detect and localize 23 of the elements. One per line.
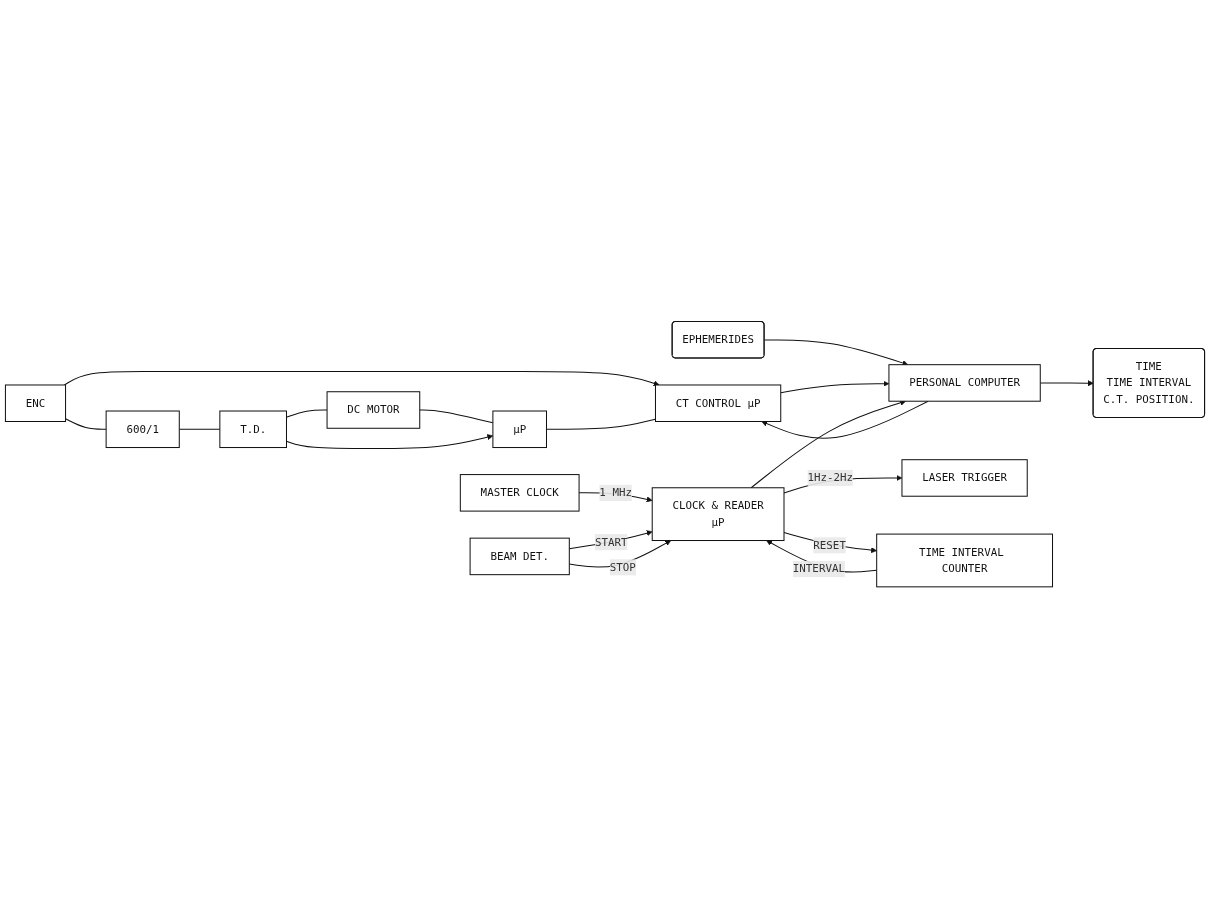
edge-label: START <box>594 535 628 549</box>
node-box: PERSONAL COMPUTER <box>888 364 1041 403</box>
node-box: LASER TRIGGER <box>901 459 1028 498</box>
node-box: T.D. <box>219 410 287 449</box>
node-box: CLOCK & READER µP <box>651 487 785 542</box>
edge-label: 1 MHz <box>599 486 632 500</box>
connector <box>546 419 656 431</box>
node-box: MASTER CLOCK <box>459 474 580 512</box>
arrow <box>63 371 660 387</box>
node-box: DC MOTOR <box>326 391 421 430</box>
node-box: BEAM DET. <box>469 538 570 576</box>
node-box: CT CONTROL µP <box>654 384 782 423</box>
arrow <box>761 401 929 440</box>
edge-label: STOP <box>609 560 636 574</box>
edge-label: INTERVAL <box>792 562 845 576</box>
node-box: TIME INTERVAL COUNTER <box>876 533 1053 588</box>
node-box: µP <box>492 410 547 449</box>
edge-label: RESET <box>813 539 846 552</box>
node-box: ENC <box>4 384 67 423</box>
connector <box>65 418 107 431</box>
arrow <box>750 400 906 489</box>
edge-label: 1Hz-2Hz <box>807 471 854 485</box>
node-box: 600/1 <box>105 410 180 449</box>
